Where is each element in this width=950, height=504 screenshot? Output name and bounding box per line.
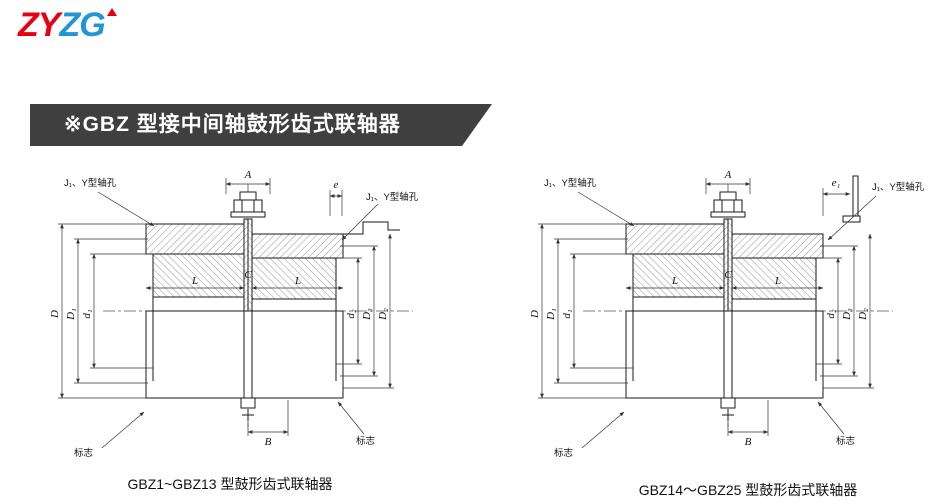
dim-label-A: A xyxy=(244,169,252,181)
mark-label-left: 标志 xyxy=(554,447,573,459)
dim-label-L-left: L xyxy=(191,275,198,287)
logo-zg: ZG xyxy=(59,6,105,44)
dim-label-D3: D₃ xyxy=(361,308,373,321)
dim-label-e: e xyxy=(334,179,339,191)
coupling-drawing-gbz1-13: J₁、Y型轴孔 J₁、Y型轴孔 A e L C L B D D₁ d₁ d₂ D… xyxy=(49,169,419,459)
dim-label-A: A xyxy=(724,169,732,181)
axle-hole-label-left: J₁、Y型轴孔 xyxy=(64,177,117,189)
dim-label-L-right: L xyxy=(294,275,301,287)
section-upper-half xyxy=(625,218,824,312)
dim-label-L-left: L xyxy=(671,275,678,287)
dim-label-d2: d₂ xyxy=(345,309,357,319)
sleeve-end-step xyxy=(343,221,400,235)
figure-caption-right: GBZ14～GBZ25 型鼓形齿式联轴器 xyxy=(638,482,858,498)
mark-label-right: 标志 xyxy=(836,435,855,447)
axle-hole-label-right: J₁、Y型轴孔 xyxy=(366,191,419,203)
end-bracket xyxy=(842,175,861,223)
dim-label-d2: d₂ xyxy=(825,309,837,319)
figure-caption-left: GBZ1~GBZ13 型鼓形齿式联轴器 xyxy=(127,476,333,492)
dim-label-D1: D₁ xyxy=(65,308,77,321)
dim-label-L-right: L xyxy=(774,275,781,287)
dim-label-C: C xyxy=(724,269,732,281)
dim-label-D1: D₁ xyxy=(545,308,557,321)
dim-label-d1: d₁ xyxy=(81,309,93,319)
dim-label-D: D xyxy=(49,310,61,319)
section-upper-half xyxy=(145,218,344,312)
coupling-drawing-gbz14-25: J₁、Y型轴孔 J₁、Y型轴孔 A e₁ L C L B D D₁ d₁ d₂ … xyxy=(529,169,925,459)
dim-label-d1: d₁ xyxy=(561,309,573,319)
outside-view-lower-half xyxy=(145,310,344,421)
mark-label-right: 标志 xyxy=(356,435,375,447)
dim-label-D3: D₃ xyxy=(841,308,853,321)
dim-label-B: B xyxy=(265,436,272,448)
axle-hole-label-right: J₁、Y型轴孔 xyxy=(872,181,925,193)
dimension-lines xyxy=(538,178,877,449)
dim-label-e1: e₁ xyxy=(832,177,841,189)
dim-label-C: C xyxy=(244,269,252,281)
logo-accent-mark xyxy=(106,8,117,16)
dim-label-D: D xyxy=(529,310,541,319)
brand-logo: ZYZG xyxy=(18,8,117,42)
section-title: ※GBZ 型接中间轴鼓形齿式联轴器 xyxy=(64,113,401,136)
logo-zy: ZY xyxy=(18,6,60,44)
axle-hole-label-left: J₁、Y型轴孔 xyxy=(544,177,597,189)
dim-label-B: B xyxy=(745,436,752,448)
dimension-lines xyxy=(58,178,394,449)
section-title-banner: ※GBZ 型接中间轴鼓形齿式联轴器 xyxy=(30,104,492,146)
dim-label-D2: D₂ xyxy=(857,308,869,321)
dim-label-D2: D₂ xyxy=(377,308,389,321)
flange-bolt-assembly xyxy=(710,191,746,218)
mark-label-left: 标志 xyxy=(74,447,93,459)
outside-view-lower-half xyxy=(625,310,824,421)
flange-bolt-assembly xyxy=(230,191,266,218)
